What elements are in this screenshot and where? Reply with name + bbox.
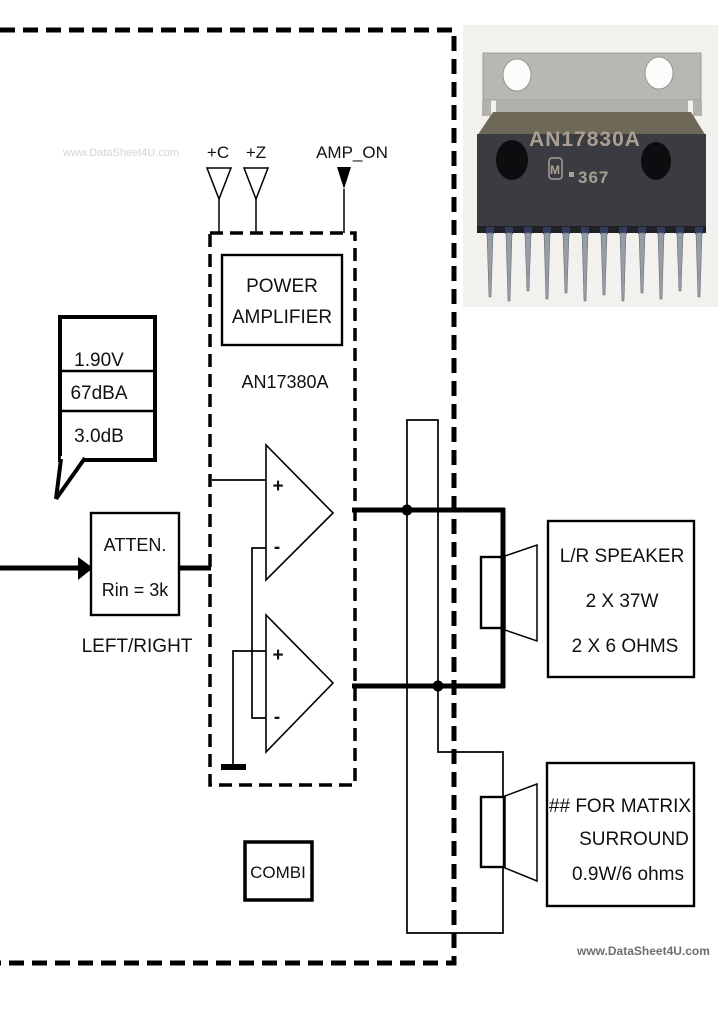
outer-dashed-border [0, 27, 457, 966]
opamp2-triangle [265, 613, 335, 754]
metal-tab-lug-left [482, 100, 491, 116]
opamp2-plus-input-line [232, 650, 266, 764]
pin-roots [486, 227, 703, 234]
pin-label-plus-z: +Z [246, 143, 266, 162]
supply-triangle-plus-z [242, 167, 270, 202]
opamp1-triangle [265, 443, 335, 582]
chip-pin [524, 232, 532, 292]
pin-label-plus-c: +C [207, 143, 229, 162]
chip-pin [638, 232, 646, 294]
surround-line3: 0.9W/6 ohms [572, 864, 684, 885]
junction-dot-output2 [432, 680, 444, 692]
measurement-callout: 1.90V 67dBA 3.0dB [54, 315, 157, 501]
chip-pin [562, 232, 570, 294]
surround-line2: SURROUND [579, 829, 689, 850]
combi-label: COMBI [250, 863, 306, 882]
chip-pin [657, 232, 665, 300]
callout-row-1: 1.90V [74, 350, 124, 371]
opamp1-minus-sign: - [274, 537, 280, 558]
power-amp-title-box [220, 253, 344, 347]
chip-pin [486, 232, 494, 298]
surround-line1: ## FOR MATRIX [549, 796, 691, 817]
ground-symbol [221, 764, 246, 770]
surround-speaker-driver [479, 795, 506, 869]
chip-pin [695, 232, 703, 298]
lot-code: 367 [578, 168, 609, 187]
opamp2-minus-sign: - [274, 707, 280, 728]
chip-pin [619, 232, 627, 302]
matrix-surround-loop [406, 419, 504, 934]
panasonic-logo-icon [548, 157, 563, 180]
opamp2-plus-sign: + [272, 645, 283, 666]
watermark-top: www.DataSheet4U.com [62, 147, 179, 159]
chip-pin [543, 232, 551, 300]
metal-tab-lug-right [693, 100, 702, 116]
opamp1-plus-sign: + [272, 476, 283, 497]
power-amp-title-line1: POWER [246, 276, 318, 297]
input-arrow-icon [78, 557, 93, 580]
callout-tail [54, 456, 87, 501]
chip-body-bottom-edge [477, 226, 706, 233]
lr-speaker-line1: L/R SPEAKER [560, 546, 685, 567]
lot-code-dot [569, 172, 574, 177]
amp-on-arrow-icon [337, 167, 351, 189]
lr-speaker-cone-icon [504, 543, 538, 643]
body-recess-right [641, 142, 671, 180]
mounting-hole-right [644, 56, 674, 90]
chip-pin [581, 232, 589, 302]
lr-speaker-line2: 2 X 37W [586, 591, 659, 612]
junction-dot-output1 [401, 504, 413, 516]
chip-pin [600, 232, 608, 296]
callout-row-2: 67dBA [70, 383, 127, 404]
surround-speaker-box [545, 761, 696, 908]
supply-stems [218, 189, 345, 233]
callout-dividers [60, 369, 155, 413]
chip-pin [505, 232, 513, 302]
watermark-bottom: www.DataSheet4U.com [576, 944, 710, 958]
callout-row-3: 3.0dB [74, 426, 124, 447]
panasonic-logo-letter: M [550, 163, 561, 177]
chip-pins [486, 232, 703, 302]
surround-speaker-cone-icon [504, 782, 538, 883]
attenuator-title: ATTEN. [104, 535, 167, 555]
callout-box [58, 315, 157, 462]
feedback-line [251, 547, 266, 719]
supply-triangle-plus-c [205, 167, 233, 202]
chip-bevel [477, 112, 706, 136]
power-amp-title-line2: AMPLIFIER [232, 307, 332, 328]
channel-label: LEFT/RIGHT [82, 636, 193, 657]
lr-speaker-line3: 2 X 6 OHMS [572, 636, 679, 657]
lr-speaker-box [546, 519, 696, 679]
power-amp-part-number: AN17380A [241, 372, 328, 392]
body-recess-left [496, 140, 528, 180]
pin-label-amp-on: AMP_ON [316, 143, 388, 162]
attenuator-box [89, 511, 181, 617]
chip-photo: AN17830A M 367 [463, 25, 718, 307]
mounting-hole-left [502, 58, 532, 92]
attenuator-value: Rin = 3k [102, 580, 170, 600]
combi-box [243, 840, 314, 902]
chip-pin [676, 232, 684, 292]
chip-part-marking: AN17830A [529, 128, 641, 151]
